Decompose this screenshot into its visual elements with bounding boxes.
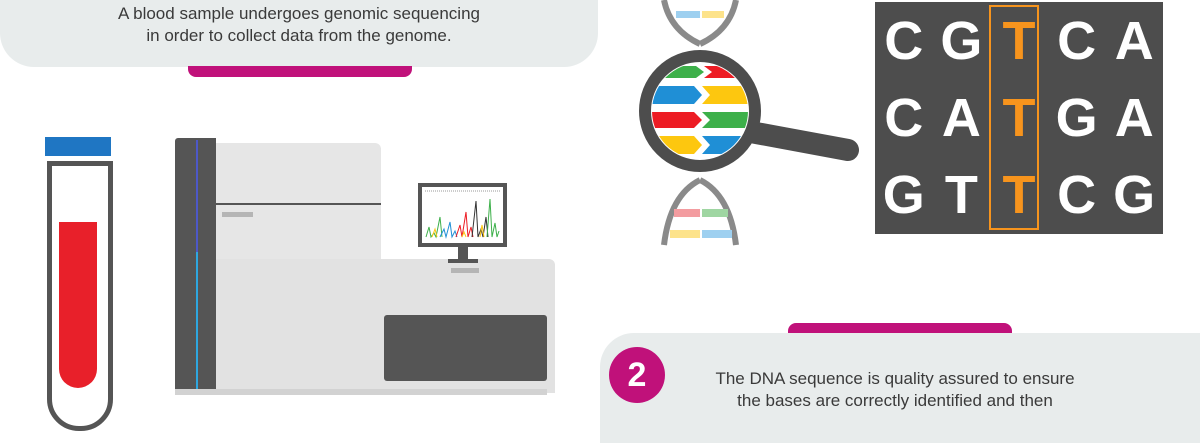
step1-caption-card bbox=[0, 0, 598, 67]
step2-caption-line1: The DNA sequence is quality assured to e… bbox=[715, 369, 1075, 388]
step1-caption-line2: in order to collect data from the genome… bbox=[146, 26, 452, 45]
base-sequence-grid: C G T C A C A T G A G T T C G bbox=[875, 2, 1163, 234]
machine-slot bbox=[222, 212, 253, 217]
base-letter: C bbox=[884, 10, 924, 71]
base-letter: C bbox=[884, 87, 924, 148]
step1-caption-line1: A blood sample undergoes genomic sequenc… bbox=[118, 4, 480, 23]
monitor-neck bbox=[458, 247, 468, 259]
dna-helix-icon bbox=[661, 0, 739, 246]
monitor-base bbox=[451, 268, 479, 273]
base-letter: A bbox=[941, 87, 981, 148]
base-letter: G bbox=[1055, 87, 1098, 148]
base-letter: C bbox=[1057, 165, 1097, 226]
base-letter: C bbox=[1057, 10, 1097, 71]
base-letter-highlighted: T bbox=[1002, 87, 1036, 148]
step2-number-badge: 2 bbox=[609, 347, 665, 403]
base-letter: G bbox=[1113, 165, 1156, 226]
base-letter: A bbox=[1114, 10, 1154, 71]
chromatogram-graphic bbox=[425, 190, 500, 239]
step1-accent-tab bbox=[188, 66, 412, 77]
machine-panel bbox=[384, 315, 547, 381]
base-letter-highlighted: T bbox=[1002, 165, 1036, 226]
monitor-stand bbox=[448, 259, 478, 263]
machine-stripe-light bbox=[196, 252, 198, 392]
highlight-column-frame bbox=[989, 5, 1039, 230]
machine-upper-body bbox=[216, 143, 381, 260]
blood-fill bbox=[59, 222, 97, 388]
base-letter: A bbox=[1114, 87, 1154, 148]
tube-cap bbox=[45, 137, 111, 156]
machine-base bbox=[175, 389, 547, 395]
base-letter: G bbox=[882, 165, 925, 226]
step2-caption-line2: the bases are correctly identified and t… bbox=[737, 391, 1053, 410]
base-letter: T bbox=[944, 165, 978, 226]
machine-side-column bbox=[175, 138, 216, 393]
magnifying-glass-icon bbox=[639, 50, 859, 172]
step1-caption: A blood sample undergoes genomic sequenc… bbox=[0, 3, 598, 47]
base-letter: G bbox=[940, 10, 983, 71]
step2-caption: The DNA sequence is quality assured to e… bbox=[690, 368, 1100, 412]
monitor-screen bbox=[422, 187, 503, 243]
base-letter-highlighted: T bbox=[1002, 10, 1036, 71]
dna-magnifier-graphic bbox=[639, 0, 859, 246]
machine-lid-line bbox=[216, 203, 381, 205]
